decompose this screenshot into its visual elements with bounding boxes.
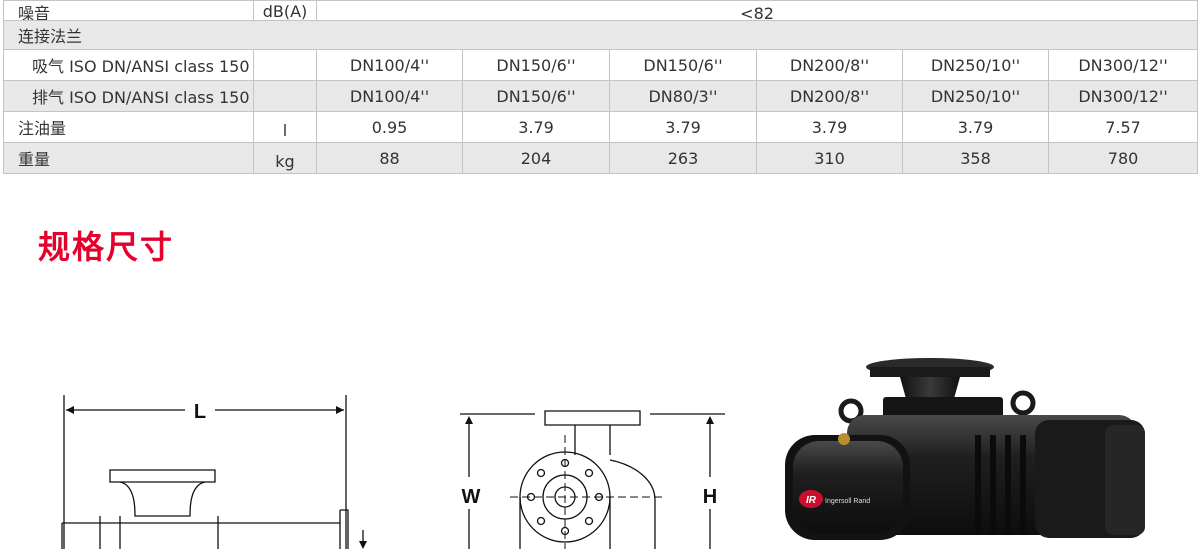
row-unit — [253, 80, 317, 112]
table-cell: DN300/12'' — [1047, 80, 1199, 112]
table-cell: 3.79 — [462, 111, 610, 143]
table-cell: DN150/6'' — [609, 49, 757, 81]
table-cell: DN150/6'' — [462, 80, 610, 112]
table-cell: 0.95 — [316, 111, 463, 143]
dimension-label-h: H — [703, 486, 717, 508]
table-row: 排气 ISO DN/ANSI class 150 DN100/4''DN150/6… — [3, 80, 1199, 112]
section-title: 规格尺寸 — [38, 228, 175, 266]
table-cell: DN80/3'' — [609, 80, 757, 112]
dimension-label-w: W — [462, 486, 481, 508]
logo-text: IR — [806, 495, 817, 506]
table-cell: DN250/10'' — [902, 80, 1049, 112]
table-cell: 88 — [316, 142, 463, 174]
row-unit — [253, 49, 317, 81]
brand-text: Ingersoll Rand — [825, 498, 870, 505]
table-cell: 7.57 — [1047, 111, 1199, 143]
row-unit: dB(A) — [253, 0, 317, 21]
table-cell: DN200/8'' — [756, 49, 903, 81]
table-cell: DN100/4'' — [316, 80, 463, 112]
dimension-label-l: L — [194, 401, 206, 423]
row-label: 排气 ISO DN/ANSI class 150 — [3, 80, 254, 112]
table-cell: 310 — [756, 142, 903, 174]
table-cell: 358 — [902, 142, 1049, 174]
table-cell: 3.79 — [902, 111, 1049, 143]
table-cell: DN300/12'' — [1047, 49, 1199, 81]
table-cell: 3.79 — [756, 111, 903, 143]
table-cell: 3.79 — [609, 111, 757, 143]
blower-body — [785, 358, 1145, 540]
table-cell: DN100/4'' — [316, 49, 463, 81]
arrow-head — [465, 416, 473, 424]
product-photo: IR Ingersoll Rand — [785, 358, 1145, 540]
arrow-head — [706, 416, 714, 424]
table-cell: <82 — [315, 0, 1199, 21]
table-cell: DN200/8'' — [756, 80, 903, 112]
table-cell: DN150/6'' — [462, 49, 610, 81]
row-unit: kg — [253, 142, 317, 174]
arrow-head — [336, 406, 344, 414]
row-label: 连接法兰 — [2, 20, 1199, 50]
row-label: 注油量 — [3, 111, 254, 143]
arrow-head — [66, 406, 74, 414]
table-cell: 263 — [609, 142, 757, 174]
table-cell: 780 — [1047, 142, 1199, 174]
table-cell: DN250/10'' — [902, 49, 1049, 81]
row-label: 噪音 — [3, 0, 254, 21]
table-row: 连接法兰 — [2, 20, 1199, 50]
front-view-drawing: W H — [460, 410, 725, 549]
row-unit: l — [253, 111, 317, 143]
side-view-drawing: L — [61, 395, 367, 549]
logo-badge — [799, 490, 823, 508]
arrow-head — [359, 541, 367, 549]
row-label: 吸气 ISO DN/ANSI class 150 — [3, 49, 254, 81]
table-cell: 204 — [462, 142, 610, 174]
row-label: 重量 — [3, 142, 254, 174]
